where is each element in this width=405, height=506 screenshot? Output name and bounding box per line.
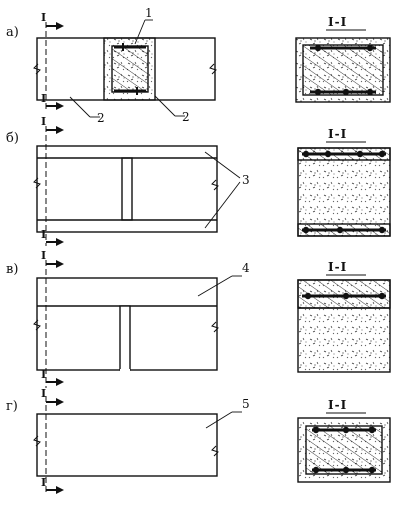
callout-4: 4	[242, 261, 250, 275]
panel-a-label: а)	[6, 25, 19, 40]
section-title-v: I-I	[328, 260, 347, 274]
panel-a-section	[295, 37, 391, 103]
cut-mark-g-top: I	[41, 387, 46, 400]
section-title-g: I-I	[328, 398, 347, 412]
panel-g-cut-line	[45, 396, 64, 494]
panel-v-cut-line	[45, 260, 64, 388]
callout-2-right: 2	[182, 110, 190, 124]
panel-b-label: б)	[6, 131, 19, 146]
cut-mark-v-top: I	[41, 249, 46, 262]
panel-g-label: г)	[6, 399, 18, 414]
panel-b-section	[297, 147, 391, 237]
panel-a-cut-line	[45, 22, 64, 110]
panel-v-section	[297, 279, 391, 373]
section-title-a: I-I	[328, 15, 347, 29]
cut-mark-b-bottom: I	[41, 228, 46, 241]
section-title-b: I-I	[328, 127, 347, 141]
panel-g-wall	[33, 411, 242, 477]
panel-g-section	[297, 417, 391, 483]
panel-v-wall	[33, 275, 242, 371]
cut-mark-g-bottom: I	[41, 476, 46, 489]
panel-b-cut-line	[45, 126, 64, 246]
callout-5: 5	[242, 397, 250, 411]
panel-a-wall	[33, 19, 217, 118]
panel-v-label: в)	[6, 262, 18, 277]
callout-2-left: 2	[97, 111, 105, 125]
cut-mark-a-bottom: I	[41, 92, 46, 105]
callout-3: 3	[242, 173, 250, 187]
cut-mark-a-top: I	[41, 11, 46, 24]
callout-1: 1	[145, 6, 153, 20]
cut-mark-v-bottom: I	[41, 368, 46, 381]
panel-b-wall	[33, 145, 241, 233]
cut-mark-b-top: I	[41, 115, 46, 128]
